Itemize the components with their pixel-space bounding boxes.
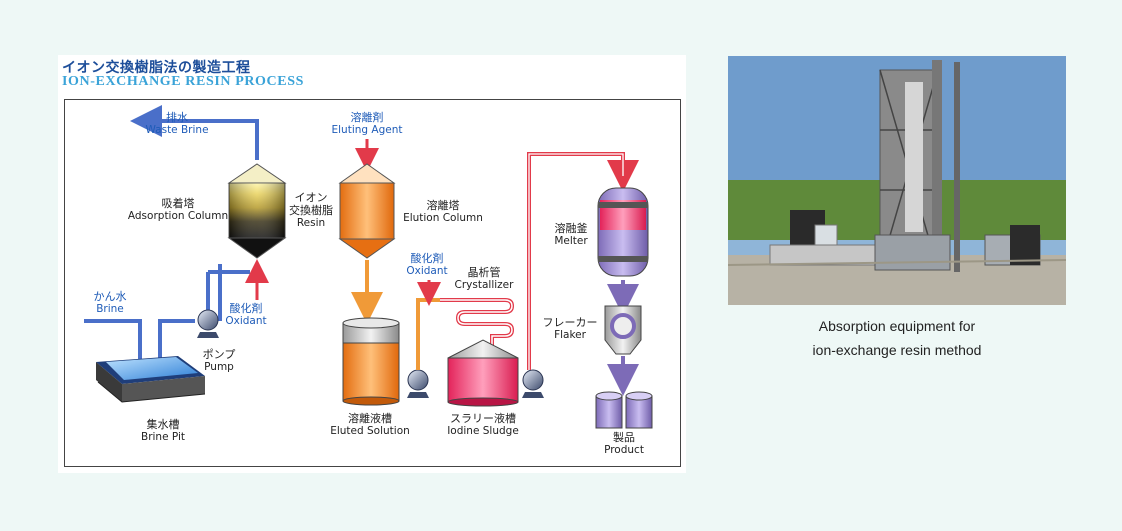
eluted-solution-tank — [342, 317, 400, 406]
label-elution-column: 溶離塔 Elution Column — [403, 199, 483, 224]
brine-feed-pipes — [84, 264, 250, 360]
label-oxidant-2: 酸化剤 Oxidant — [406, 252, 448, 277]
pump-1 — [197, 309, 219, 338]
label-waste-brine: 排水 Waste Brine — [145, 111, 209, 136]
label-pump: ポンプ Pump — [202, 348, 236, 373]
pump-3 — [522, 369, 544, 398]
crystallizer-coil — [440, 298, 515, 348]
label-oxidant-1: 酸化剤 Oxidant — [225, 302, 267, 327]
adsorption-equipment-photo — [727, 56, 1067, 305]
label-brine-pit: 集水槽 Brine Pit — [140, 418, 186, 443]
label-melter: 溶融釜 Melter — [554, 222, 588, 247]
diagram-title-jp: イオン交換樹脂法の製造工程 — [62, 60, 251, 76]
label-iodine-sludge: スラリー液槽 Iodine Sludge — [447, 412, 519, 437]
photo-caption: Absorption equipment for ion-exchange re… — [728, 314, 1066, 362]
melter — [597, 187, 649, 277]
brine-pit — [96, 356, 206, 403]
adsorption-column — [227, 163, 287, 259]
tank-to-crystallizer-pipe — [416, 298, 440, 370]
diagram-title-en: ION-EXCHANGE RESIN PROCESS — [62, 74, 304, 89]
label-crystallizer: 晶析管 Crystallizer — [454, 266, 514, 291]
photo-caption-line-1: Absorption equipment for — [818, 318, 976, 334]
elution-column — [338, 163, 396, 259]
label-resin: イオン 交換樹脂 Resin — [289, 191, 333, 229]
sludge-to-melter-pipe — [527, 152, 639, 370]
photo-caption-line-2: ion-exchange resin method — [812, 342, 982, 358]
iodine-sludge-tank — [447, 339, 519, 407]
label-flaker: フレーカー Flaker — [542, 316, 598, 341]
pump-2 — [407, 369, 429, 398]
label-product: 製品 Product — [604, 431, 644, 456]
product-drums — [595, 391, 653, 429]
label-brine: かん水 Brine — [93, 290, 127, 315]
label-eluting-agent: 溶離剤 Eluting Agent — [331, 111, 403, 136]
label-eluted-solution: 溶離液槽 Eluted Solution — [330, 412, 410, 437]
waste-brine-pipe — [130, 105, 259, 160]
label-adsorption-column: 吸着塔 Adsorption Column — [127, 197, 229, 222]
flaker — [604, 305, 642, 355]
